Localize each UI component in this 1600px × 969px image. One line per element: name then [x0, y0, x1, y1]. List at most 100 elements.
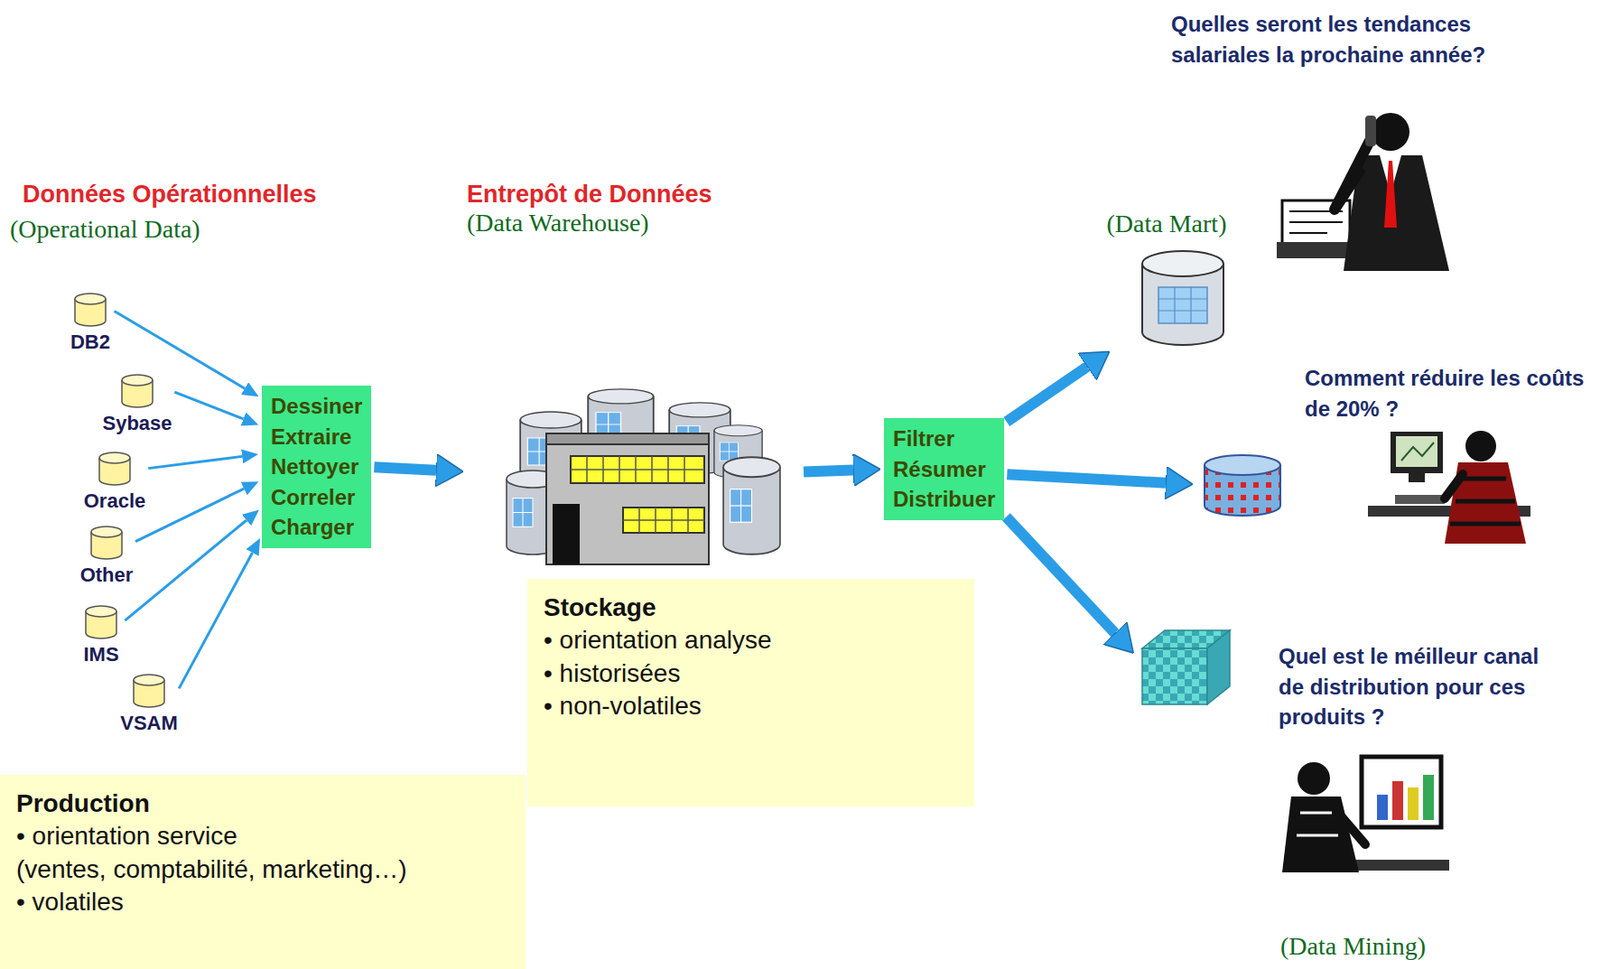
- mining-cube: [1142, 648, 1208, 705]
- source-database: Other: [80, 523, 134, 587]
- node-subtext: (Data Warehouse): [466, 208, 801, 238]
- person-at-desk: [1390, 431, 1443, 474]
- person-at-desk: [1444, 462, 1526, 544]
- person-at-desk: [1395, 436, 1438, 467]
- flow-arrow: [178, 552, 252, 689]
- flow-arrow: [1006, 474, 1166, 483]
- database-name: VSAM: [120, 711, 178, 735]
- olap-store: Comment réduire les coûts de 20% ?: [1196, 361, 1594, 520]
- source-cylinders: [133, 674, 165, 707]
- source-database: Sybase: [102, 372, 172, 436]
- node-subtext: • volatiles: [16, 885, 510, 919]
- mining-cube: [1142, 630, 1230, 705]
- flow-arrow: [124, 520, 247, 621]
- node-text: Comment réduire les coûts de 20% ?: [1304, 362, 1590, 424]
- warehouse-building: [506, 389, 781, 565]
- person-at-desk: [1444, 474, 1463, 499]
- flow-arrow: [803, 470, 854, 473]
- node-text: Stockage: [543, 591, 959, 624]
- flow-arrow: [373, 466, 437, 471]
- person-on-phone: [1371, 112, 1410, 151]
- person-with-chart: [1361, 756, 1442, 828]
- warehouse-building: [570, 455, 705, 484]
- warehouse-building: [623, 507, 705, 533]
- node-text: Entrepôt de Données: [466, 180, 801, 209]
- person-with-chart: [1376, 794, 1388, 820]
- node-subtext: • historisées: [543, 657, 959, 690]
- flow-arrow: [114, 311, 245, 390]
- olap-cylinder: [1204, 455, 1281, 516]
- flow-arrow: [135, 488, 244, 542]
- person-on-phone: [1276, 112, 1450, 271]
- person-at-desk: [1367, 430, 1531, 544]
- person-with-chart: [1282, 756, 1450, 873]
- data-mart: (Data Mart): [1076, 209, 1257, 350]
- source-cylinders: [91, 526, 122, 559]
- person-at-desk: [1465, 430, 1497, 462]
- database-name: Sybase: [102, 411, 172, 436]
- olap-cylinder: [1204, 455, 1281, 475]
- distribution-box: Filtrer Résumer Distribuer: [883, 418, 1005, 521]
- person-on-phone: [1365, 115, 1377, 147]
- section-heading: Données Opérationnelles: [22, 180, 317, 209]
- warehouse-building: [546, 444, 709, 565]
- node-text: (Data Mart): [1076, 209, 1257, 239]
- node-text: Quel est le méilleur canal de distributi…: [1278, 641, 1563, 733]
- person-with-chart: [1297, 762, 1331, 795]
- database-name: Oracle: [83, 489, 147, 513]
- source-cylinders: [99, 452, 131, 485]
- flow-arrow: [174, 391, 243, 419]
- source-cylinders: [74, 293, 165, 707]
- person-with-chart: [1407, 787, 1419, 820]
- source-cylinders: [85, 605, 117, 639]
- person-with-chart: [1282, 796, 1359, 873]
- warehouse-building: [552, 503, 580, 565]
- source-database: Oracle: [83, 449, 147, 513]
- node-text: Dessiner Extraire Nettoyer Correler Char…: [270, 390, 363, 543]
- node-subtext: • non-volatiles: [543, 689, 959, 723]
- person-on-phone: [1384, 160, 1397, 228]
- data-warehouse: Entrepôt de Données(Data Warehouse): [466, 180, 801, 569]
- data-mart-cylinder: [1158, 287, 1208, 324]
- person-with-chart: [1392, 781, 1404, 820]
- section-subheading: (Data Mining): [1280, 931, 1426, 961]
- source-cylinders: [74, 293, 106, 326]
- info-panel: Production• orientation service(ventes, …: [0, 774, 526, 969]
- person-with-chart: [1296, 812, 1339, 836]
- node-subtext: (ventes, comptabilité, marketing…): [16, 853, 510, 886]
- source-cylinders: [121, 374, 153, 408]
- section-subheading: (Operational Data): [9, 214, 201, 244]
- person-with-chart: [1338, 812, 1366, 845]
- node-subtext: • orientation service: [16, 819, 510, 853]
- flow-arrow: [148, 455, 242, 468]
- flow-arrow: [1005, 516, 1115, 633]
- person-with-chart: [1423, 774, 1434, 820]
- database-name: Other: [80, 563, 134, 587]
- flow-arrow: [1006, 366, 1088, 422]
- database-name: DB2: [68, 330, 112, 354]
- source-database: IMS: [79, 603, 123, 667]
- person-at-desk: [1395, 494, 1445, 504]
- mining-cube: [1207, 630, 1230, 705]
- warehouse-building: [570, 455, 705, 484]
- source-database: VSAM: [120, 671, 178, 735]
- warehouse-building: [723, 456, 781, 555]
- data-mart-cylinder: [1142, 251, 1224, 277]
- warehouse-building: [623, 507, 705, 533]
- node-text: Production: [16, 787, 510, 820]
- source-database: DB2: [68, 290, 112, 354]
- etl-box: Dessiner Extraire Nettoyer Correler Char…: [261, 385, 372, 549]
- data-mart-cylinder: [1158, 287, 1208, 324]
- data-mining-cube: Quel est le méilleur canal de distributi…: [1135, 632, 1570, 750]
- database-name: IMS: [79, 642, 123, 667]
- person-at-desk: [1408, 473, 1425, 483]
- question-text: Quelles seront les tendances salariales …: [1171, 9, 1542, 70]
- person-on-phone: [1334, 135, 1373, 210]
- data-mart-cylinder: [1142, 251, 1224, 345]
- person-at-desk: [1450, 478, 1521, 524]
- node-text: Filtrer Résumer Distribuer: [893, 423, 996, 515]
- node-subtext: • orientation analyse: [543, 623, 959, 657]
- person-at-desk: [1401, 442, 1434, 461]
- info-panel: Stockage• orientation analyse• historisé…: [527, 578, 975, 807]
